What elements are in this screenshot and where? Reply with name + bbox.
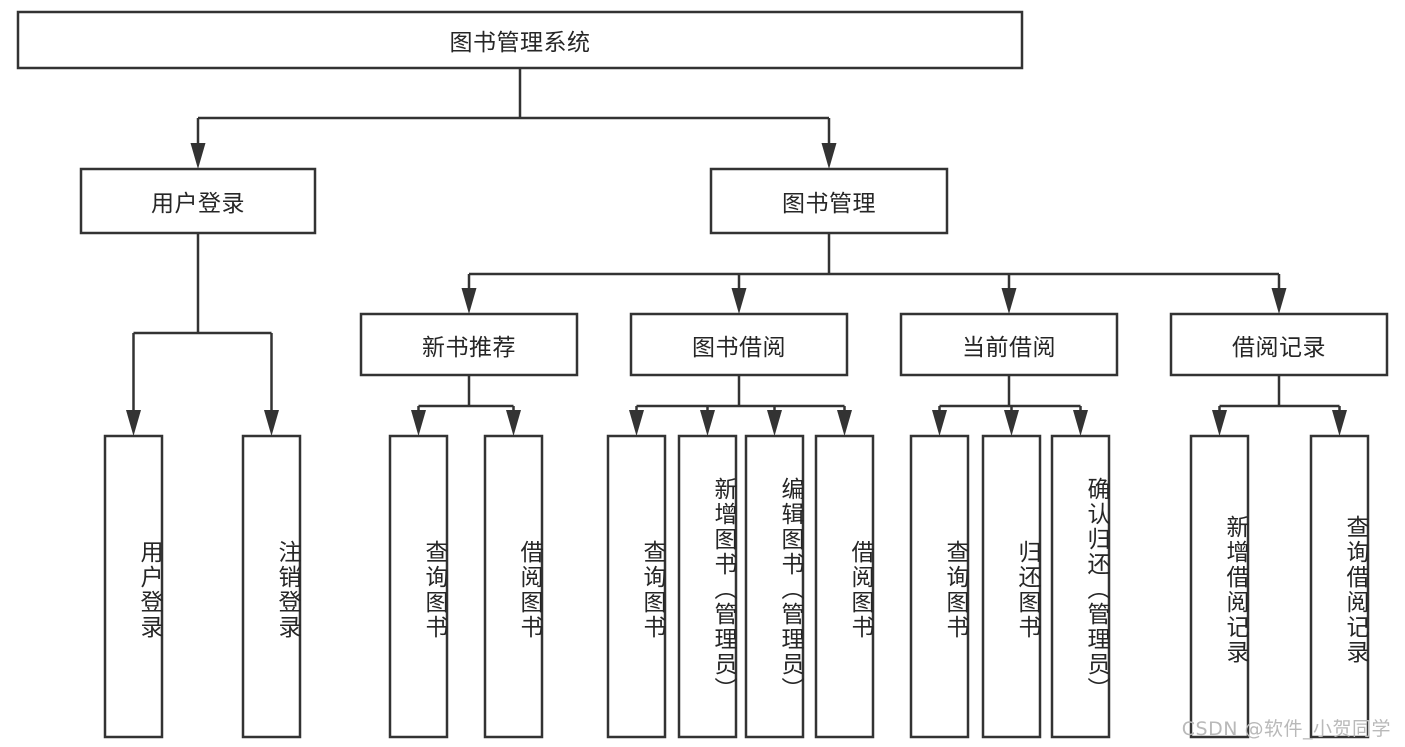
arrow-head-icon — [821, 143, 837, 169]
node-box-leaf_6[interactable] — [744, 434, 805, 739]
node-box-leaf_8[interactable] — [909, 434, 970, 739]
node-box-leaf_0[interactable] — [103, 434, 164, 739]
connector-group — [461, 233, 1287, 314]
node-box-leaf_10[interactable] — [1050, 434, 1111, 739]
arrow-head-icon — [629, 410, 644, 436]
node-box-l3_0[interactable] — [359, 312, 579, 377]
node-box-l2_0[interactable] — [79, 167, 317, 235]
node-box-layer — [16, 10, 1389, 739]
arrow-head-icon — [411, 410, 426, 436]
node-box-leaf_9[interactable] — [981, 434, 1042, 739]
connector-group — [126, 233, 279, 436]
connector-layer — [126, 68, 1347, 436]
connector-group — [1212, 375, 1347, 436]
arrow-head-icon — [1073, 410, 1088, 436]
node-box-l3_2[interactable] — [899, 312, 1119, 377]
node-box-root[interactable] — [16, 10, 1024, 70]
connector-group — [190, 68, 837, 169]
arrow-head-icon — [190, 143, 206, 169]
arrow-head-icon — [461, 288, 477, 314]
node-box-l3_3[interactable] — [1169, 312, 1389, 377]
arrow-head-icon — [767, 410, 782, 436]
arrow-head-icon — [837, 410, 852, 436]
connector-group — [629, 375, 852, 436]
node-box-leaf_11[interactable] — [1189, 434, 1250, 739]
connector-group — [411, 375, 521, 436]
node-box-leaf_4[interactable] — [606, 434, 667, 739]
arrow-head-icon — [1212, 410, 1227, 436]
node-box-l3_1[interactable] — [629, 312, 849, 377]
node-box-leaf_3[interactable] — [483, 434, 544, 739]
arrow-head-icon — [1332, 410, 1347, 436]
arrow-head-icon — [264, 410, 279, 436]
node-box-leaf_1[interactable] — [241, 434, 302, 739]
node-box-leaf_2[interactable] — [388, 434, 449, 739]
watermark-text: CSDN @软件_小贺同学 — [1181, 718, 1391, 740]
node-box-leaf_5[interactable] — [677, 434, 738, 739]
arrow-head-icon — [506, 410, 521, 436]
arrow-head-icon — [1271, 288, 1287, 314]
node-box-leaf_7[interactable] — [814, 434, 875, 739]
arrow-head-icon — [731, 288, 747, 314]
node-box-leaf_12[interactable] — [1309, 434, 1370, 739]
node-box-l2_1[interactable] — [709, 167, 949, 235]
arrow-head-icon — [126, 410, 141, 436]
arrow-head-icon — [1004, 410, 1019, 436]
arrow-head-icon — [1001, 288, 1017, 314]
arrow-head-icon — [700, 410, 715, 436]
arrow-head-icon — [932, 410, 947, 436]
connector-group — [932, 375, 1088, 436]
